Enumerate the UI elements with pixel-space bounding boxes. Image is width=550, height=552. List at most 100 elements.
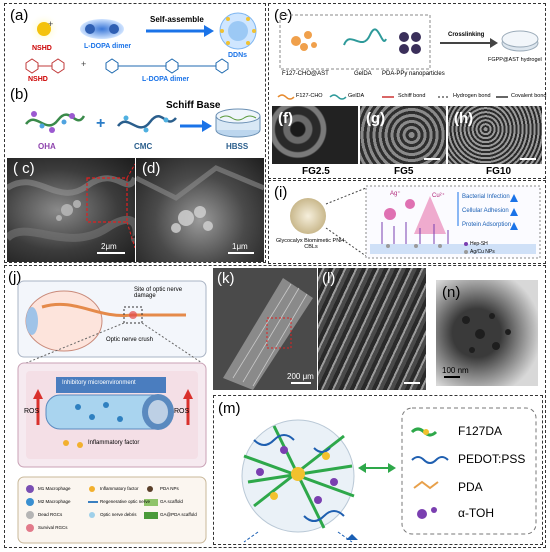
panel-l-label: (l) — [322, 270, 336, 287]
panel-g-label: (g) — [366, 110, 386, 127]
legend-m2-macrophage: M2 Macrophage — [38, 499, 71, 504]
panel-l-scalebar — [404, 382, 420, 384]
panel-d-scalebar — [228, 252, 254, 254]
legend-f127-cho: F127-CHO — [296, 93, 323, 99]
panel-n-label: (n) — [442, 284, 461, 301]
caption-fg10: FG10 — [486, 166, 511, 177]
pda-ppy-label: PDA-PPy nanoparticles — [382, 71, 445, 77]
legend-gelda: GelDA — [348, 93, 365, 99]
panel-k-label: (k) — [217, 270, 235, 287]
site-damage-label: Site of optic nerve damage — [134, 287, 183, 299]
legend-alpha-toh: α-TOH — [458, 506, 495, 520]
oha-label: OHA — [38, 142, 56, 151]
panel-g-sem-image: (g) — [360, 106, 446, 164]
nshd-label: NSHD — [32, 45, 52, 52]
frame-a-d — [4, 3, 266, 263]
frame-i — [268, 180, 546, 264]
dopa-dimer-label-2: L-DOPA dimer — [142, 76, 190, 83]
panel-l-sem-image: (l) — [318, 268, 426, 390]
legend-ga-pda-scaffold: GA@PDA scaffold — [160, 512, 197, 517]
svg-text:+: + — [96, 115, 105, 132]
panel-b-schematic: + — [24, 108, 261, 138]
panel-m: (m) F127DA PEDOT:PSS PDA α-TOH — [214, 396, 542, 544]
frame-j-n — [4, 265, 546, 548]
panel-e-label: (e) — [274, 7, 293, 24]
frame-m — [213, 395, 543, 545]
caption-fg2-5-text: FG2.5 — [302, 166, 330, 177]
legend-survival-rgcs: Survival RGCs — [38, 525, 68, 530]
panel-j-label: (j) — [8, 269, 22, 286]
panel-k-scale-text: 200 μm — [287, 372, 314, 381]
legend-nerve-debris: Optic nerve debris — [100, 512, 137, 517]
f127-label: F127-CHO@AST — [282, 71, 329, 77]
legend-m1-macrophage: M1 Macrophage — [38, 486, 71, 491]
legend-regenerative-nerve: Regenerative optic nerve — [100, 499, 151, 504]
ros-left-label: ROS — [24, 408, 40, 415]
panel-j-schematic — [17, 280, 207, 544]
panel-a: (a) + — [6, 5, 264, 85]
svg-text:+: + — [81, 59, 86, 69]
panel-m-label: (m) — [218, 400, 241, 417]
panel-h-label: (h) — [454, 110, 474, 127]
cmc-label: CMC — [134, 142, 153, 151]
panel-c-scalebar — [97, 252, 125, 254]
hep-sh-label: Hep-SH — [470, 241, 488, 247]
panel-c-sem-image: ( c) 2μm — [7, 158, 135, 262]
panel-n-scale-text: 100 nm — [442, 366, 469, 375]
ag-cu-nps-label: Ag/Cu NPs — [470, 249, 495, 255]
panel-e: (e) F127-CHO@AST GelDA PDA-PPy nanoparti… — [270, 5, 547, 105]
legend-inflammatory-factor: Inflammatory factor — [100, 486, 139, 491]
panel-c-label: ( c) — [13, 160, 35, 177]
optic-nerve-crush-label: Optic nerve crush — [106, 337, 154, 343]
ros-right-label: ROS — [174, 408, 190, 415]
svg-text:+: + — [48, 19, 53, 29]
legend-covalent-bond: Covalent bond — [511, 93, 547, 99]
caption-fg5-text: FG5 — [394, 166, 414, 177]
caption-fg2-5: FG2.5 — [302, 166, 330, 177]
legend-f127da: F127DA — [458, 424, 503, 438]
panel-d-label: (d) — [142, 160, 161, 177]
panel-i-label: (i) — [274, 184, 288, 201]
ag-ion-label: Ag⁺ — [390, 191, 401, 197]
panel-j: (j) — [6, 267, 210, 547]
panel-c-scale-text: 2μm — [101, 242, 117, 251]
ddns-label: DDNs — [228, 52, 248, 59]
panel-b: (b) + OHA CMC Schiff Base HBSS — [6, 86, 264, 158]
panel-e-schematic — [277, 14, 539, 100]
frame-e-h — [268, 3, 546, 179]
caption-fg5: FG5 — [394, 166, 413, 177]
self-assemble-label: Self-assemble — [150, 15, 204, 24]
panel-k-sem-image: (k) 200 μm — [213, 268, 317, 390]
panel-m-schematic — [241, 407, 537, 543]
nshd-label-2: NSHD — [28, 76, 48, 83]
hbss-label: HBSS — [226, 142, 249, 151]
panel-d-sem-image: (d) 1μm — [136, 158, 264, 262]
legend-ga-scaffold: GA scaffold — [160, 499, 183, 504]
panel-i: (i) Glycocalyx Biomimetic PNH-CBLs Ag⁺ C… — [270, 182, 544, 262]
caption-fg10-text: FG10 — [486, 166, 512, 177]
schiff-base-label: Schiff Base — [166, 100, 221, 111]
panel-f-label: (f) — [278, 110, 293, 127]
panel-i-schematic — [290, 185, 541, 259]
panel-b-label: (b) — [10, 86, 29, 103]
panel-n-tem-image: (n) 100 nm — [436, 280, 538, 386]
panel-n-scalebar — [444, 376, 460, 378]
legend-pedot-pss: PEDOT:PSS — [458, 452, 526, 466]
cu-ion-label: Cu²⁺ — [432, 193, 445, 199]
legend-dead-rgcs: Dead RGCs — [38, 512, 63, 517]
panel-k-scalebar — [291, 382, 311, 384]
legend-schiff-bond: Schiff bond — [398, 93, 426, 99]
inflammatory-factor-label: Inflammatory factor — [88, 440, 140, 446]
fgpp-label: FGPP@AST hydrogel — [488, 57, 542, 63]
panel-f-sem-image: (f) — [272, 106, 358, 164]
bacterial-infection-label: Bacterial Infection — [462, 194, 510, 200]
legend-hydrogen-bond: Hydrogen bond — [453, 93, 491, 99]
panel-h-scalebar — [520, 158, 536, 160]
pnh-cbl-label: Glycocalyx Biomimetic PNH-CBLs — [276, 238, 346, 250]
gelda-label: GelDA — [354, 71, 372, 77]
inhibitory-microenv-label: Inhibitory microenvironment — [62, 380, 136, 386]
panel-d-scale-text: 1μm — [232, 242, 248, 251]
crosslinking-label: Crosslinking — [448, 32, 485, 38]
protein-adsorption-label: Protein Adsorption — [462, 222, 512, 228]
legend-pda-nps: PDA NPs — [160, 486, 179, 491]
